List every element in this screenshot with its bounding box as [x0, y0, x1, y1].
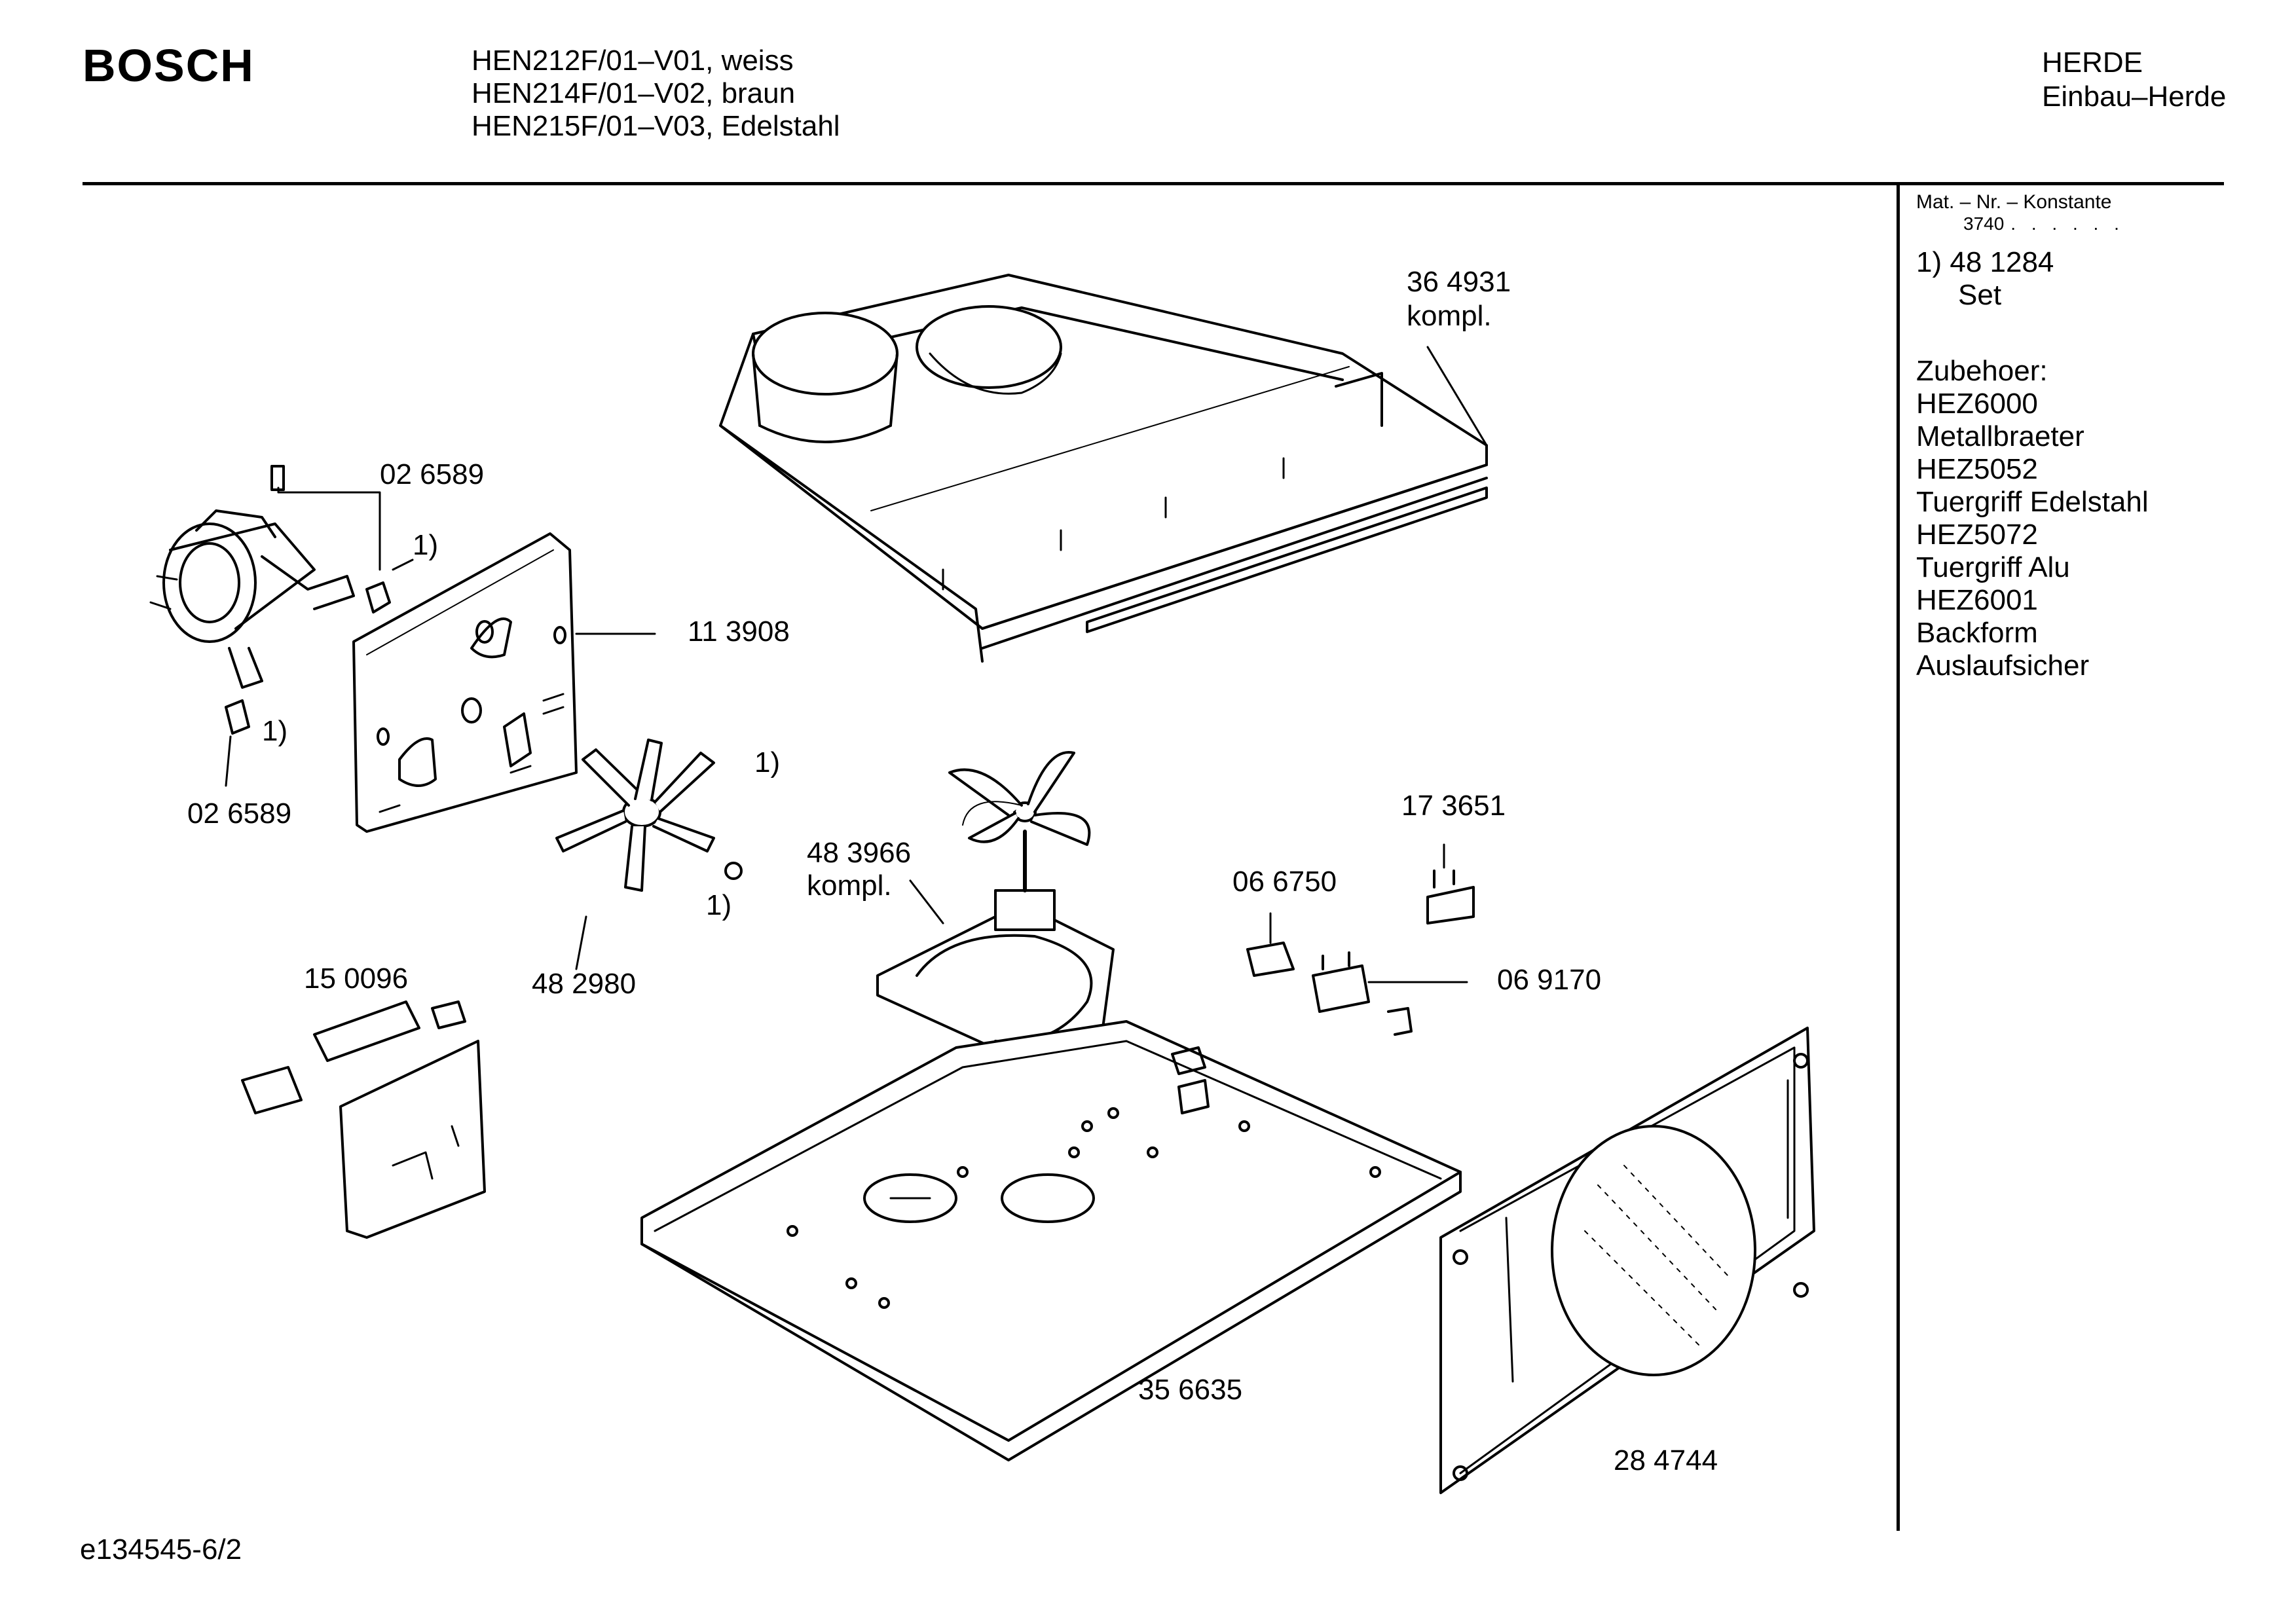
- accessory-item: HEZ5072: [1916, 519, 2038, 551]
- leader-line: [909, 879, 944, 925]
- clip-part: [225, 699, 250, 735]
- material-number: 3740: [1963, 213, 2005, 234]
- callout-356635: 35 6635: [1138, 1374, 1243, 1406]
- accessory-list: Zubehoer: HEZ6000 Metallbraeter HEZ5052 …: [1916, 355, 2149, 682]
- drawing-id: e134545-6/2: [80, 1533, 242, 1566]
- side-plate-part: [352, 532, 578, 833]
- callout-482980: 48 2980: [532, 968, 637, 1000]
- accessory-item: HEZ5052: [1916, 453, 2038, 485]
- rear-wall-part: [1439, 1027, 1815, 1494]
- material-number-header: Mat. – Nr. – Konstante: [1916, 191, 2112, 213]
- callout-066750: 06 6750: [1232, 866, 1337, 898]
- thermostat-part: [1426, 870, 1475, 925]
- nut-part: [724, 862, 743, 880]
- accessory-item: Auslaufsicher: [1916, 650, 2090, 682]
- category-subtitle: Einbau–Herde: [2042, 81, 2227, 113]
- callout-483966: 48 3966: [807, 837, 912, 869]
- motor-assembly-part: [149, 509, 355, 689]
- relay-part: [1312, 951, 1413, 1036]
- sidebar-notes: Mat. – Nr. – Konstante 3740. . . . . . 1…: [1916, 191, 2149, 682]
- switch-part: [1246, 942, 1295, 977]
- leader-line: [1426, 346, 1488, 447]
- category-title: HERDE: [2042, 46, 2143, 79]
- callout-note-motor: 1): [413, 529, 439, 561]
- set-note-label: Set: [1958, 279, 2002, 311]
- leader-line: [225, 735, 232, 787]
- callout-note-clip: 1): [262, 715, 288, 747]
- exploded-parts-diagram: [149, 274, 1815, 1494]
- fan-wheel-part: [555, 739, 715, 892]
- accessory-item: Tuergriff Alu: [1916, 551, 2070, 583]
- model-line: HEN212F/01–V01, weiss: [472, 45, 794, 77]
- clip-part: [365, 581, 391, 614]
- callout-026589-top: 02 6589: [380, 458, 485, 490]
- callout-069170: 06 9170: [1497, 964, 1602, 996]
- leader-line: [392, 559, 414, 571]
- base-tray-part: [640, 1020, 1462, 1461]
- model-line: HEN215F/01–V03, Edelstahl: [472, 110, 840, 142]
- callout-364931: 36 4931: [1407, 266, 1511, 298]
- callout-113908: 11 3908: [688, 615, 790, 648]
- leader-line: [277, 486, 381, 571]
- accessory-item: Zubehoer:: [1916, 355, 2048, 387]
- fan-motor-assembly-part: [876, 751, 1115, 1062]
- electronics-bracket-part: [241, 1000, 486, 1239]
- callout-364931-sub: kompl.: [1407, 300, 1492, 332]
- material-number-dots: . . . . . .: [2010, 213, 2124, 234]
- callout-173651: 17 3651: [1401, 790, 1506, 822]
- callout-026589-bottom: 02 6589: [187, 797, 292, 830]
- accessory-item: HEZ6001: [1916, 584, 2038, 616]
- cover-hood-part: [719, 274, 1488, 663]
- accessory-item: Backform: [1916, 617, 2038, 649]
- callout-284744: 28 4744: [1614, 1444, 1718, 1476]
- category-block: HERDE Einbau–Herde: [2042, 46, 2226, 114]
- accessory-item: HEZ6000: [1916, 388, 2038, 420]
- clip-part: [270, 465, 285, 491]
- brand-logo: BOSCH: [83, 40, 255, 91]
- header-rule: [83, 182, 2224, 185]
- leader-line: [575, 915, 587, 970]
- model-list: HEN212F/01–V01, weiss HEN214F/01–V02, br…: [472, 45, 840, 143]
- callout-150096: 15 0096: [304, 962, 409, 995]
- callout-note-nut: 1): [706, 889, 732, 921]
- accessory-item: Tuergriff Edelstahl: [1916, 486, 2149, 518]
- accessory-item: Metallbraeter: [1916, 420, 2084, 452]
- model-line: HEN214F/01–V02, braun: [472, 77, 796, 109]
- callout-note-fan: 1): [754, 746, 781, 779]
- set-note: 1) 48 1284: [1916, 246, 2054, 278]
- sidebar-divider: [1897, 182, 1900, 1531]
- callout-483966-sub: kompl.: [807, 870, 892, 902]
